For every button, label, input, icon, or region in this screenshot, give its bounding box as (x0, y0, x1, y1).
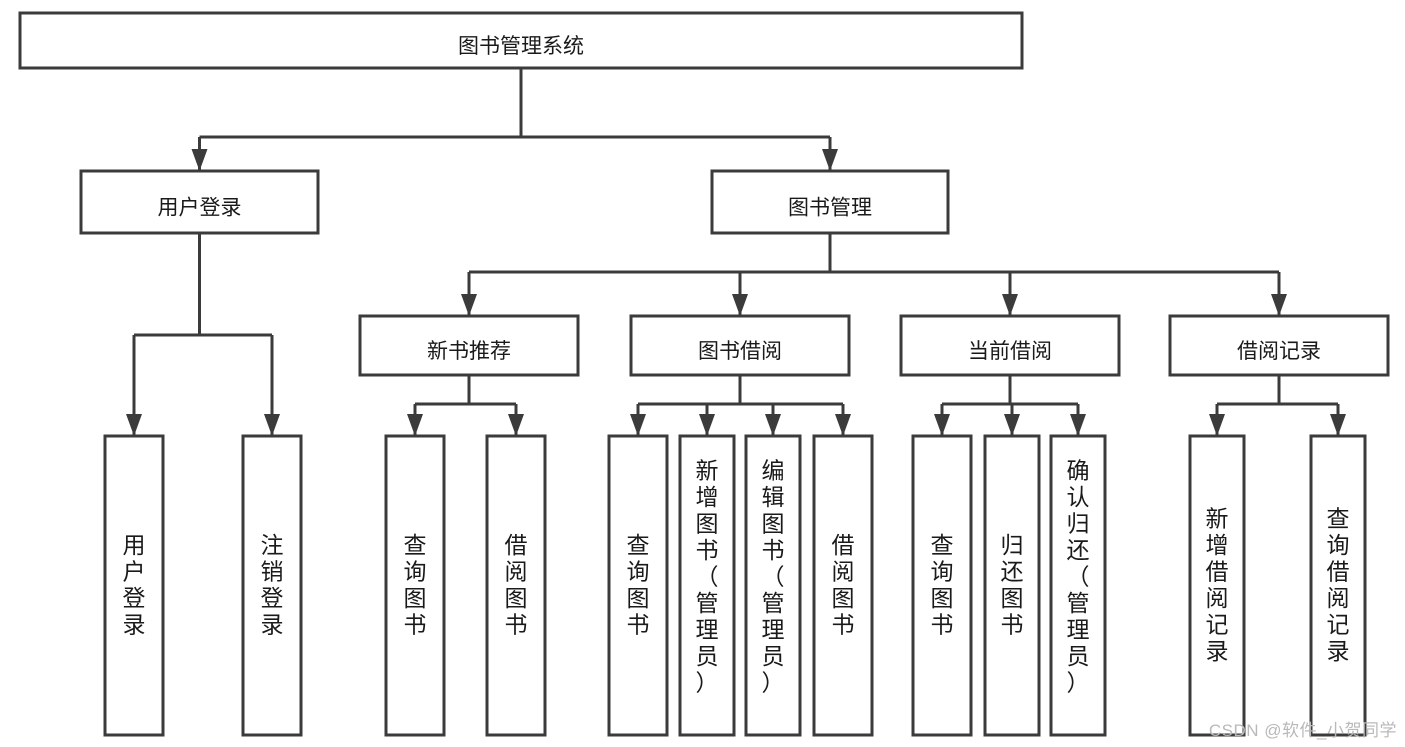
node-label: 查询图书 (627, 532, 650, 638)
node-root[interactable]: 图书管理系统 (18, 11, 1024, 70)
node-new-book-recommend[interactable]: 新书推荐 (358, 314, 580, 377)
node-leaf-add-record[interactable]: 新增借阅记录 (1188, 434, 1246, 737)
node-box[interactable] (1049, 434, 1107, 737)
node-book-borrow[interactable]: 图书借阅 (629, 314, 851, 377)
node-book-management[interactable]: 图书管理 (710, 169, 950, 235)
node-label: 新书推荐 (427, 340, 511, 363)
node-label: 用户登录 (158, 197, 242, 220)
node-box[interactable] (710, 169, 950, 235)
node-label: 查询借阅记录 (1327, 506, 1350, 665)
node-label: 归还图书 (1001, 532, 1024, 638)
node-box[interactable] (744, 434, 802, 737)
node-box[interactable] (485, 434, 547, 737)
node-box[interactable] (103, 434, 165, 737)
node-leaf-return-book[interactable]: 归还图书 (983, 434, 1041, 737)
arrow-head-icon (508, 414, 524, 436)
node-leaf-borrow-book-recommend[interactable]: 借阅图书 (485, 434, 547, 737)
node-current-borrow[interactable]: 当前借阅 (899, 314, 1121, 377)
csdn-watermark: CSDN @软件_小贺同学 (1208, 721, 1397, 740)
node-label: 当前借阅 (968, 340, 1052, 363)
node-layer: 图书管理系统用户登录图书管理新书推荐图书借阅当前借阅借阅记录用户登录注销登录查询… (18, 11, 1390, 737)
node-leaf-logout[interactable]: 注销登录 (241, 434, 303, 737)
node-box[interactable] (1309, 434, 1367, 737)
arrow-head-icon (630, 414, 646, 436)
node-label: 图书借阅 (698, 340, 782, 363)
node-box[interactable] (1188, 434, 1246, 737)
arrow-head-icon (699, 414, 715, 436)
node-box[interactable] (358, 314, 580, 377)
arrow-head-icon (1002, 294, 1018, 316)
node-label: 借阅图书 (505, 532, 528, 638)
node-label: 编辑图书（管理员） (762, 458, 785, 696)
arrow-head-icon (126, 414, 142, 436)
connector-layer (126, 68, 1346, 436)
node-box[interactable] (607, 434, 669, 737)
node-label: 新增图书（管理员） (696, 458, 719, 696)
node-leaf-add-book[interactable]: 新增图书（管理员） (678, 434, 736, 737)
node-box[interactable] (384, 434, 446, 737)
node-label: 图书管理 (788, 197, 872, 220)
arrow-head-icon (822, 149, 838, 171)
node-label: 借阅图书 (832, 532, 855, 638)
arrow-head-icon (1070, 414, 1086, 436)
arrow-head-icon (1271, 294, 1287, 316)
node-borrow-record[interactable]: 借阅记录 (1168, 314, 1390, 377)
node-label: 注销登录 (261, 532, 284, 638)
node-leaf-query-book-recommend[interactable]: 查询图书 (384, 434, 446, 737)
arrow-head-icon (1330, 414, 1346, 436)
node-box[interactable] (678, 434, 736, 737)
node-label: 确认归还（管理员） (1067, 458, 1090, 696)
node-box[interactable] (18, 11, 1024, 70)
arrow-head-icon (461, 294, 477, 316)
node-box[interactable] (983, 434, 1041, 737)
node-label: 新增借阅记录 (1206, 506, 1229, 665)
node-leaf-confirm-return[interactable]: 确认归还（管理员） (1049, 434, 1107, 737)
node-leaf-query-book-borrow[interactable]: 查询图书 (607, 434, 669, 737)
node-leaf-borrow-book[interactable]: 借阅图书 (812, 434, 874, 737)
arrow-head-icon (264, 414, 280, 436)
node-box[interactable] (911, 434, 973, 737)
node-leaf-query-book-current[interactable]: 查询图书 (911, 434, 973, 737)
node-user-login[interactable]: 用户登录 (79, 169, 320, 235)
arrow-head-icon (732, 294, 748, 316)
arrow-head-icon (765, 414, 781, 436)
arrow-head-icon (1004, 414, 1020, 436)
arrow-head-icon (407, 414, 423, 436)
node-label: 查询图书 (931, 532, 954, 638)
node-box[interactable] (241, 434, 303, 737)
arrow-head-icon (1209, 414, 1225, 436)
node-leaf-user-login[interactable]: 用户登录 (103, 434, 165, 737)
node-box[interactable] (812, 434, 874, 737)
node-box[interactable] (629, 314, 851, 377)
node-label: 查询图书 (404, 532, 427, 638)
node-leaf-query-record[interactable]: 查询借阅记录 (1309, 434, 1367, 737)
arrow-head-icon (835, 414, 851, 436)
node-box[interactable] (1168, 314, 1390, 377)
node-label: 图书管理系统 (458, 35, 584, 58)
arrow-head-icon (191, 149, 208, 171)
node-box[interactable] (79, 169, 320, 235)
node-label: 用户登录 (123, 532, 146, 638)
node-leaf-edit-book[interactable]: 编辑图书（管理员） (744, 434, 802, 737)
node-label: 借阅记录 (1237, 340, 1321, 363)
arrow-head-icon (934, 414, 950, 436)
node-box[interactable] (899, 314, 1121, 377)
